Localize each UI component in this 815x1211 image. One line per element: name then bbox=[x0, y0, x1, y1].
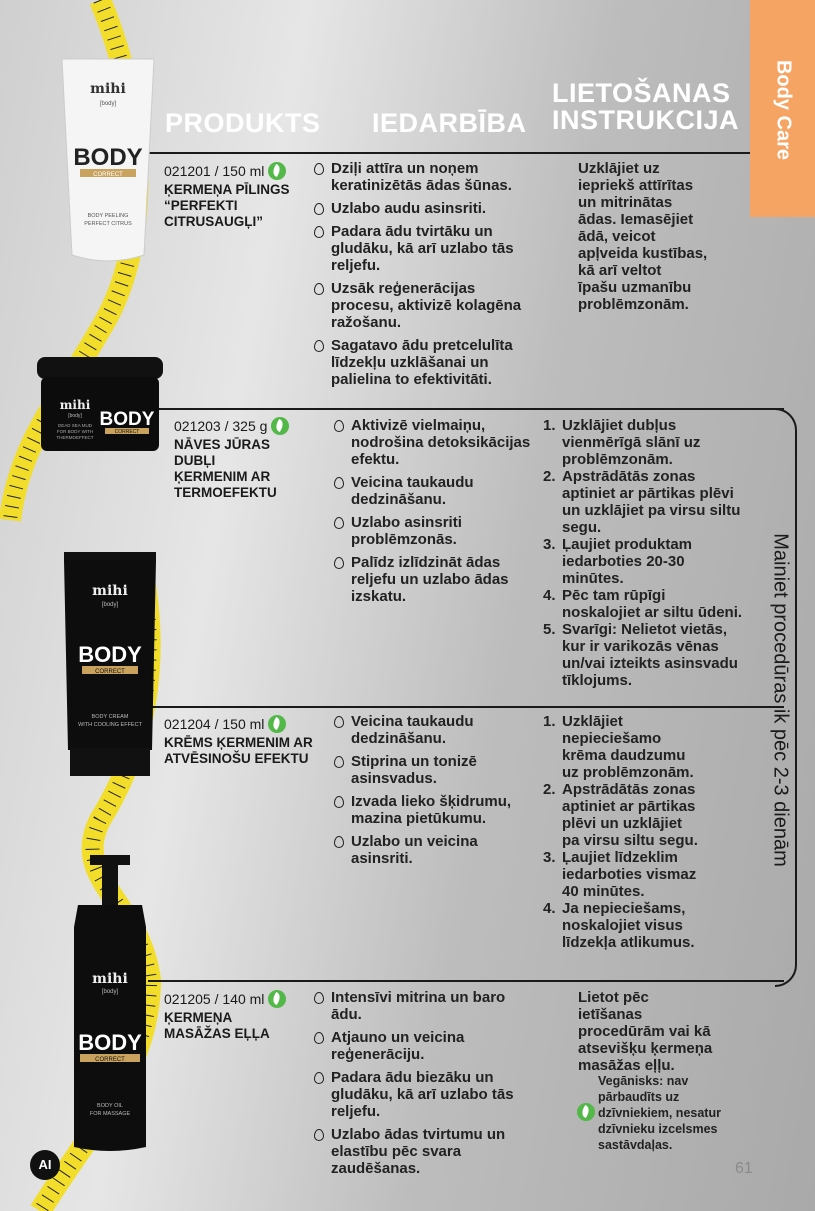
product-peeling: 021201 / 150 ml ĶERMEŅA PĪLINGS“PERFEKTI… bbox=[164, 162, 304, 230]
svg-text:THERMOEFFECT: THERMOEFFECT bbox=[57, 435, 94, 440]
svg-text:BODY: BODY bbox=[78, 642, 142, 667]
svg-text:mihi: mihi bbox=[90, 81, 126, 97]
effect-item: Veicina taukaudu dedzināšanu. bbox=[332, 474, 532, 508]
vegan-leaf-icon bbox=[271, 417, 290, 435]
svg-text:CORRECT: CORRECT bbox=[95, 669, 125, 675]
product-code: 021205 / 140 ml bbox=[164, 991, 265, 1007]
effect-item: Padara ādu tvirtāku un gludāku, kā arī u… bbox=[312, 223, 540, 274]
svg-text:CORRECT: CORRECT bbox=[115, 429, 140, 435]
product-code: 021201 / 150 ml bbox=[164, 163, 265, 179]
effect-item: Aktivizē vielmaiņu, nodrošina detoksikāc… bbox=[332, 417, 532, 468]
svg-text:BODY: BODY bbox=[78, 1030, 142, 1055]
divider-line bbox=[148, 706, 784, 708]
vegan-leaf-icon bbox=[268, 990, 287, 1008]
svg-text:BODY OIL: BODY OIL bbox=[97, 1103, 123, 1109]
vegan-leaf-icon bbox=[577, 1103, 595, 1121]
effect-item: Uzlabo asinsriti problēmzonās. bbox=[332, 514, 532, 548]
category-tab: Body Care bbox=[750, 0, 815, 217]
effects-list: Dziļi attīra un noņem keratinizētās ādas… bbox=[312, 160, 540, 394]
effect-item: Padara ādu biezāku un gludāku, kā arī uz… bbox=[312, 1069, 537, 1120]
ai-badge: AI bbox=[30, 1150, 60, 1180]
svg-text:FOR BODY WITH: FOR BODY WITH bbox=[57, 429, 93, 434]
svg-text:[body]: [body] bbox=[100, 101, 117, 107]
step-item: 5.Svarīgi: Nelietot vietās,kur ir variko… bbox=[543, 621, 738, 689]
side-note: Mainiet procedūras ik pēc 2-3 dienām bbox=[769, 533, 792, 867]
divider-line bbox=[148, 408, 784, 410]
effect-item: Stiprina un tonizē asinsvadus. bbox=[332, 753, 532, 787]
effect-item: Uzlabo ādas tvirtumu un elastību pēc sva… bbox=[312, 1126, 537, 1177]
vegan-leaf-icon bbox=[268, 715, 287, 733]
divider-line bbox=[148, 980, 784, 982]
effect-item: Uzsāk reģenerācijas procesu, aktivizē ko… bbox=[312, 280, 540, 331]
svg-text:PERFECT CITRUS: PERFECT CITRUS bbox=[84, 221, 132, 227]
svg-text:BODY CREAM: BODY CREAM bbox=[92, 714, 129, 720]
svg-text:[body]: [body] bbox=[68, 413, 82, 419]
svg-text:mihi: mihi bbox=[92, 583, 128, 599]
svg-text:DEAD SEA MUD: DEAD SEA MUD bbox=[58, 423, 93, 428]
svg-text:BODY PEELING: BODY PEELING bbox=[88, 213, 129, 219]
svg-text:BODY: BODY bbox=[100, 409, 155, 430]
product-code: 021203 / 325 g bbox=[174, 418, 268, 434]
svg-text:FOR MASSAGE: FOR MASSAGE bbox=[90, 1111, 131, 1117]
svg-text:BODY: BODY bbox=[73, 144, 142, 171]
svg-text:CORRECT: CORRECT bbox=[93, 172, 123, 178]
cream-tube-image: mihi [body] BODY CORRECT BODY CREAM WITH… bbox=[64, 552, 156, 776]
product-code: 021204 / 150 ml bbox=[164, 716, 265, 732]
svg-text:CORRECT: CORRECT bbox=[95, 1057, 125, 1063]
header-product: PRODUKTS bbox=[165, 108, 321, 138]
svg-text:[body]: [body] bbox=[102, 602, 119, 608]
effect-item: Veicina taukaudu dedzināšanu. bbox=[332, 713, 532, 747]
oil-bottle-image: mihi [body] BODY CORRECT BODY OIL FOR MA… bbox=[74, 855, 146, 1151]
effect-item: Uzlabo un veicina asinsriti. bbox=[332, 833, 532, 867]
effect-item: Sagatavo ādu pretcelulīta līdzekļu uzklā… bbox=[312, 337, 540, 388]
peeling-tube-image: mihi [body] BODY CORRECT BODY PEELING PE… bbox=[61, 58, 155, 262]
effect-item: Atjauno un veicina reģenerāciju. bbox=[312, 1029, 537, 1063]
effect-item: Palīdz izlīdzināt ādas reljefu un uzlabo… bbox=[332, 554, 532, 605]
effect-item: Dziļi attīra un noņem keratinizētās ādas… bbox=[312, 160, 540, 194]
page-number: 61 bbox=[735, 1160, 753, 1177]
effects-list: Aktivizē vielmaiņu, nodrošina detoksikāc… bbox=[332, 417, 532, 611]
svg-text:mihi: mihi bbox=[60, 398, 91, 412]
effects-list: Veicina taukaudu dedzināšanu. Stiprina u… bbox=[332, 713, 532, 873]
effects-list: Intensīvi mitrina un baro ādu. Atjauno u… bbox=[312, 989, 537, 1183]
effect-item: Uzlabo audu asinsriti. bbox=[312, 200, 540, 217]
header-effect: IEDARBĪBA bbox=[372, 108, 527, 138]
svg-text:mihi: mihi bbox=[92, 971, 128, 987]
divider-line bbox=[148, 152, 750, 154]
vegan-leaf-icon bbox=[268, 162, 287, 180]
mud-jar-image: mihi [body] BODY CORRECT DEAD SEA MUD FO… bbox=[37, 357, 163, 451]
svg-text:WITH COOLING EFFECT: WITH COOLING EFFECT bbox=[78, 722, 143, 728]
effect-item: Intensīvi mitrina un baro ādu. bbox=[312, 989, 537, 1023]
effect-item: Izvada lieko šķidrumu, mazina pietūkumu. bbox=[332, 793, 532, 827]
svg-text:[body]: [body] bbox=[102, 989, 119, 995]
